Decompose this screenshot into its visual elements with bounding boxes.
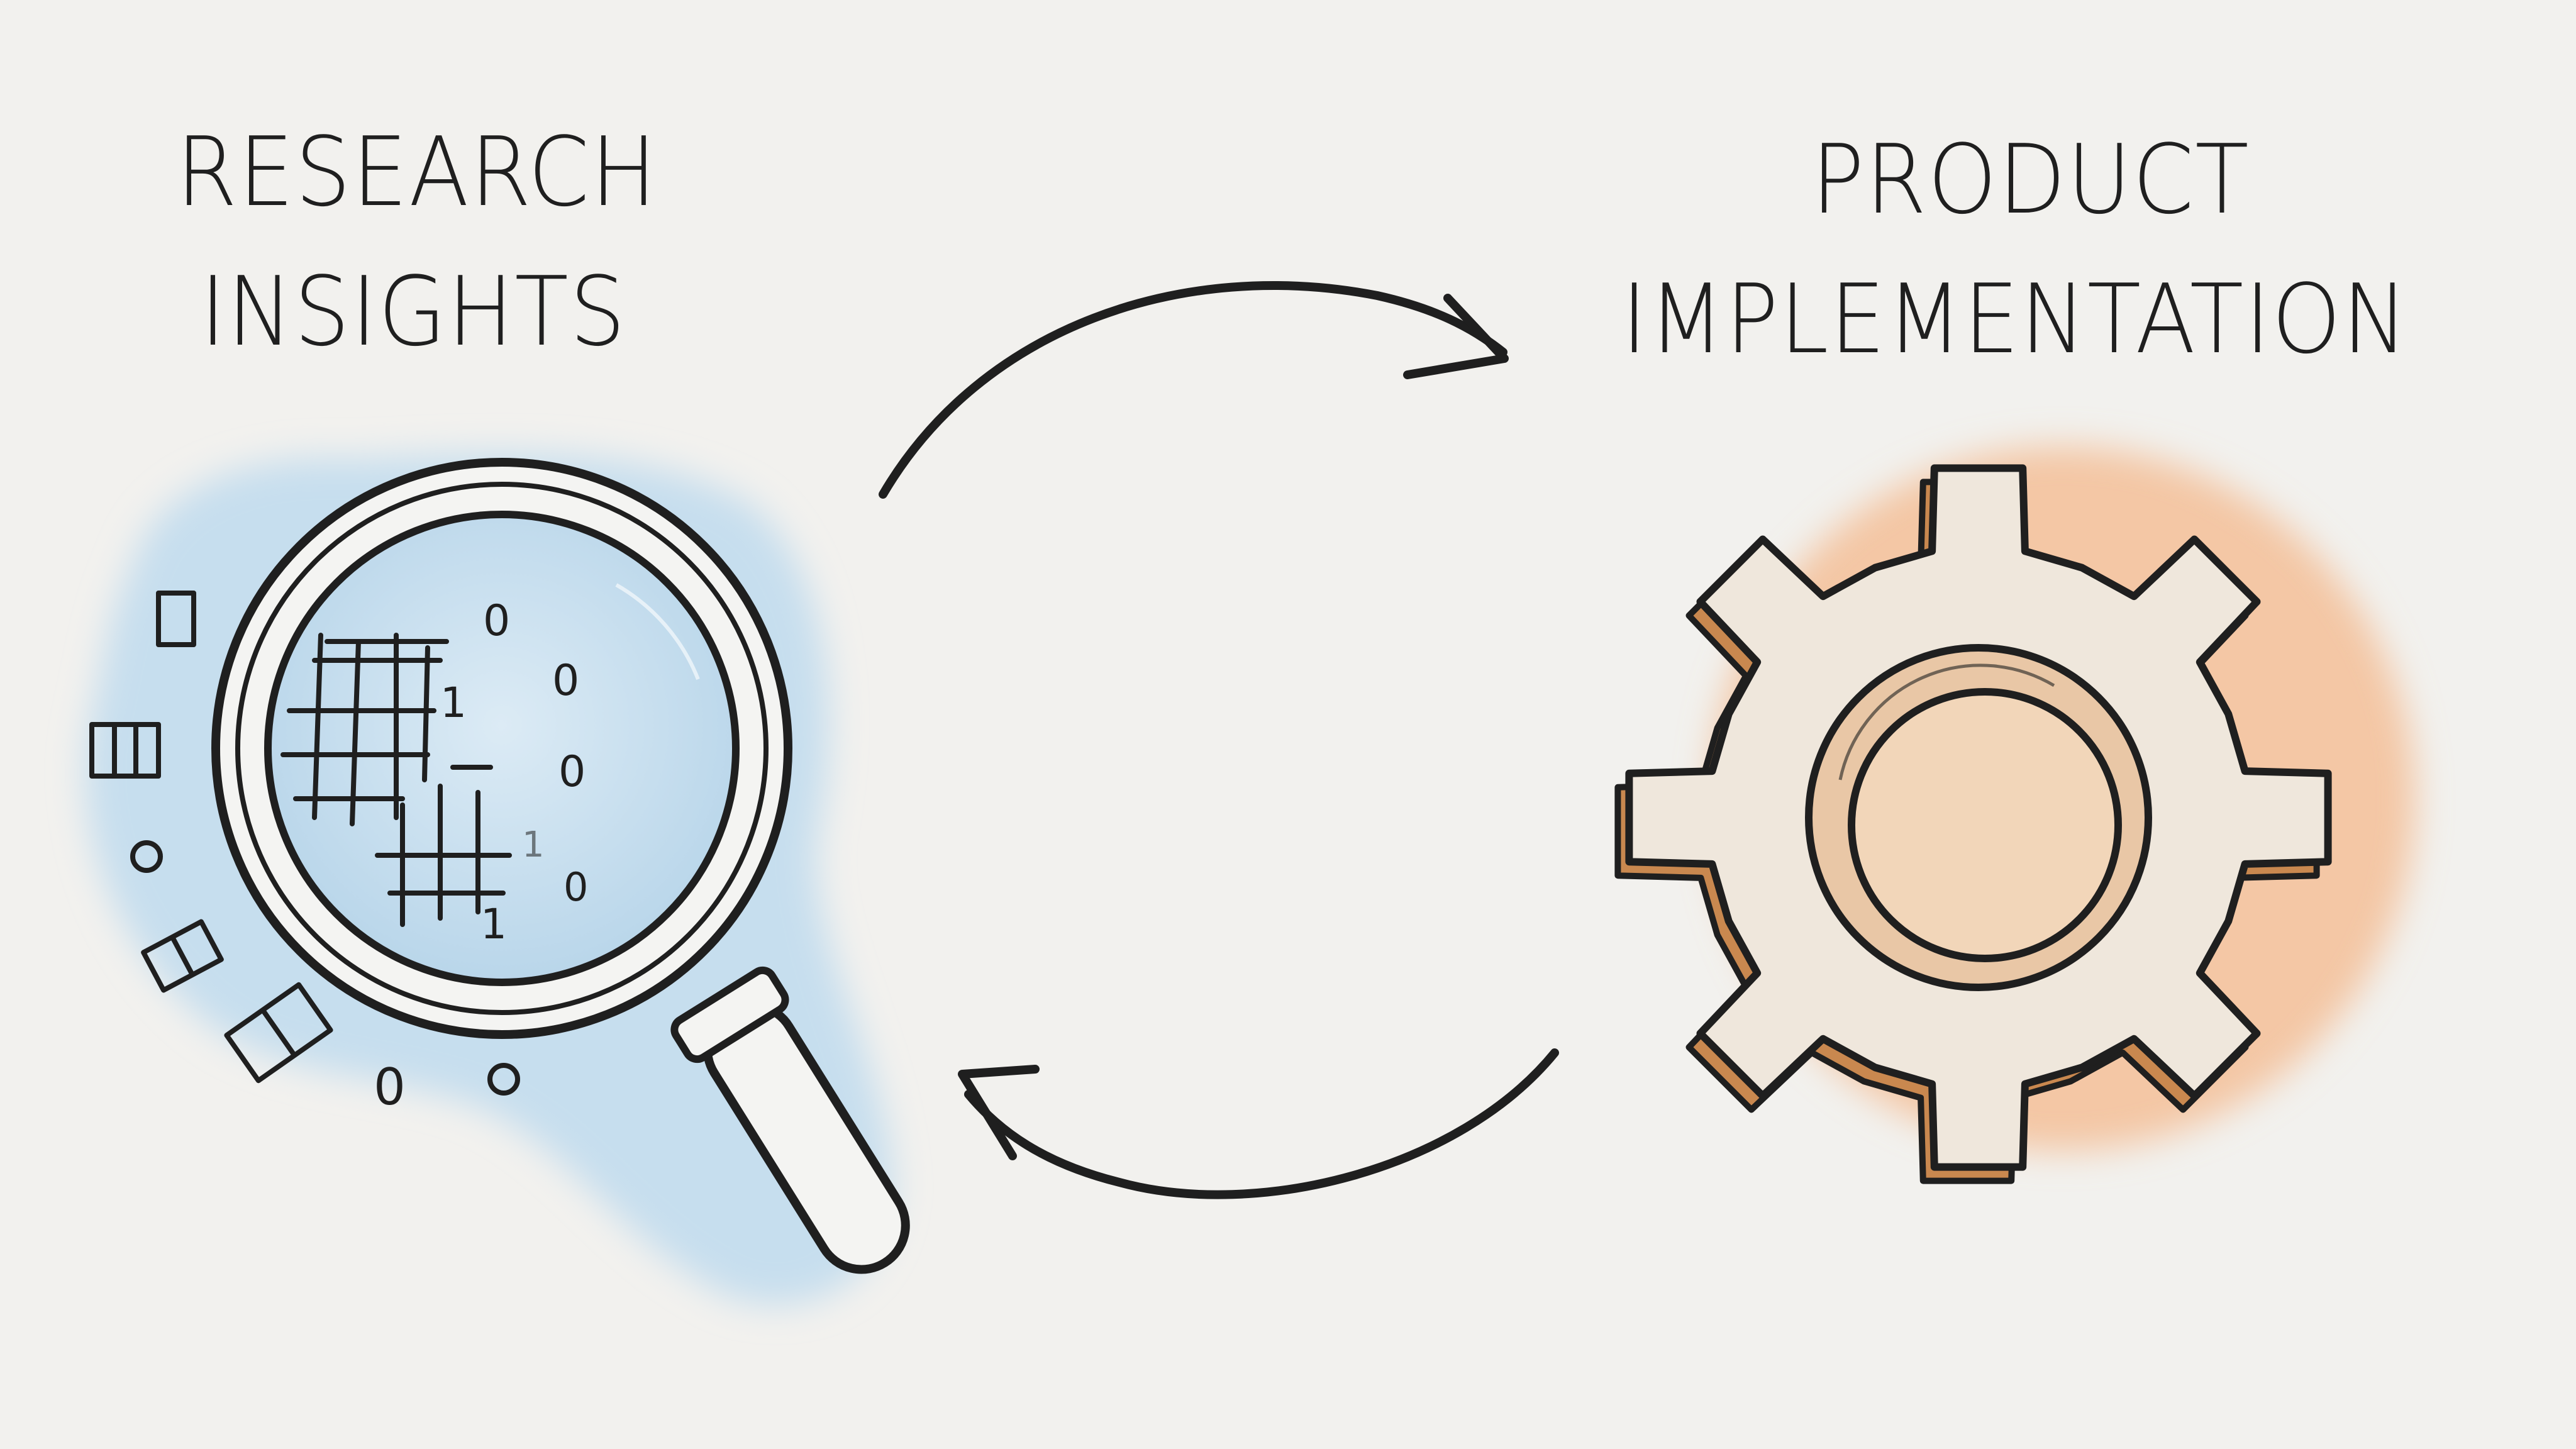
arrow-curved-left-icon: [958, 1048, 1559, 1199]
lens-digit-5: 1: [522, 824, 545, 865]
lens-glare: [615, 583, 700, 680]
lens-digit-3: 0: [552, 656, 579, 706]
research-title-line-2: INSIGHTS: [200, 256, 627, 367]
gear-hub-inner: [1848, 688, 2122, 962]
data-square-mark: [156, 591, 196, 647]
gear-icon: [1614, 464, 2332, 1184]
data-diamond-mark: [224, 982, 333, 1084]
scattered-data-marks: [89, 591, 520, 1096]
outside-digit: 0: [374, 1058, 406, 1116]
lens-grid-marks: [280, 633, 512, 927]
magnifier-rim-inner-outline: [235, 482, 769, 1015]
data-dot-mark: [130, 840, 163, 873]
data-small-circle-mark: [487, 1063, 520, 1096]
research-title-line-1: RESEARCH: [176, 116, 658, 228]
product-title-line-2: IMPLEMENTATION: [1621, 264, 2409, 375]
lens-digit-7: 1: [480, 900, 507, 948]
magnifier-lens: [264, 511, 740, 986]
lens-digit-2: 1: [440, 679, 467, 727]
data-bars-mark: [89, 722, 161, 779]
lens-digit-4: 0: [558, 747, 586, 797]
lens-digit-1: 0: [483, 596, 510, 646]
lens-digit-6: 0: [564, 864, 588, 910]
magnifier-handle: [670, 966, 910, 1274]
magnifying-glass-icon: 0 1 0 0 1 0 1: [211, 458, 910, 1274]
arrow-curved-right-icon: [879, 281, 1509, 499]
gear-hub-bevel: [1838, 663, 2055, 780]
product-title-line-1: PRODUCT: [1811, 124, 2250, 235]
data-double-square-mark: [141, 919, 224, 993]
